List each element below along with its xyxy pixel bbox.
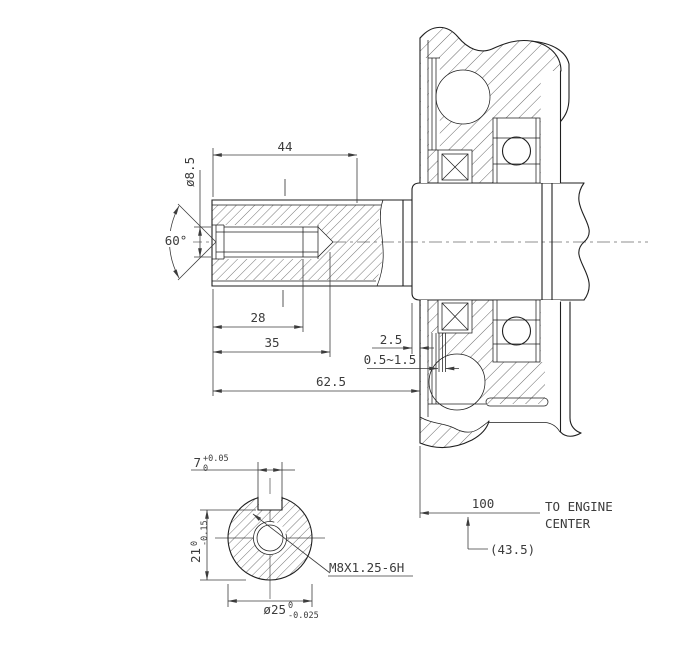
ball-bearing-bottom	[492, 299, 541, 363]
dim-35-label: 35	[264, 335, 279, 350]
dim-28-label: 28	[250, 310, 265, 325]
crankshaft-collar	[411, 154, 590, 329]
dim-key7-tol-top: +0.05	[203, 454, 229, 464]
dim-key7-tol-bottom: 0	[203, 464, 208, 474]
bearing-ball-top	[501, 136, 532, 166]
thread-minor-circle	[256, 524, 284, 552]
cylindrical-break-symbol	[578, 182, 590, 301]
dim-dia25-value: ø25	[263, 602, 286, 617]
shaft-outline	[211, 199, 413, 287]
oil-seal-top	[437, 149, 473, 184]
dim-62-5-label: 62.5	[316, 374, 346, 389]
drill-point-clear	[318, 226, 333, 258]
collar-outline	[411, 182, 543, 301]
shaft-end-circle	[227, 497, 313, 581]
thread-spec-label: M8X1.25-6H	[329, 560, 404, 575]
dim-dia25-tol-bottom: -0.025	[288, 611, 319, 621]
shaft-end-view	[227, 494, 313, 581]
case-bottom-ledge	[489, 422, 561, 433]
note-to-engine: TO ENGINE	[545, 499, 613, 514]
dimension-annotations	[160, 148, 540, 607]
case-silhouette-bottom-right	[559, 431, 582, 437]
dimension-labels: 44 ø8.5 60° 28 35 2.5 0.5~1.5 62.5 100 T…	[165, 139, 613, 621]
crankcase-section-view	[419, 26, 582, 449]
thread-hole-clear	[212, 225, 318, 259]
bearing-ball-bottom	[501, 316, 532, 346]
note-center: CENTER	[545, 516, 591, 531]
dim-60deg-label: 60°	[165, 233, 188, 248]
ball-bearing-top	[492, 117, 541, 184]
dim-21-tol-bottom: -0.15	[200, 520, 210, 546]
dim-21-tol-top: 0	[190, 541, 200, 546]
section-break-wave	[376, 199, 384, 287]
dim-dia25-tol-top: 0	[288, 601, 293, 611]
bolt-boss-bore-bottom	[428, 353, 486, 411]
bolt-boss-bore-top	[435, 69, 491, 125]
main-section-view	[211, 199, 413, 287]
spacer-lines	[438, 333, 446, 372]
dim-21-value: 21	[188, 548, 203, 563]
oil-seal-bottom	[437, 299, 473, 334]
thread-major-arc	[253, 521, 287, 555]
dim-2-5-label: 2.5	[380, 332, 403, 347]
dim-dia8-5-label: ø8.5	[182, 157, 197, 187]
case-outer-bulge	[530, 40, 570, 122]
dim-21-group: 21 0 -0.15	[188, 520, 210, 563]
dim-0-5-1-5-label: 0.5~1.5	[364, 352, 417, 367]
threaded-hole	[212, 224, 334, 260]
ref-43-5-label: (43.5)	[490, 542, 535, 557]
dim-100-label: 100	[472, 496, 495, 511]
case-foot-inner	[419, 416, 490, 433]
dim-44-label: 44	[277, 139, 292, 154]
case-foot-outer	[419, 420, 490, 449]
case-outer-wall-bottom	[569, 301, 582, 434]
oil-groove-slot	[485, 397, 549, 407]
dim-key7-value: 7	[193, 455, 201, 470]
case-outer-top	[419, 26, 562, 72]
